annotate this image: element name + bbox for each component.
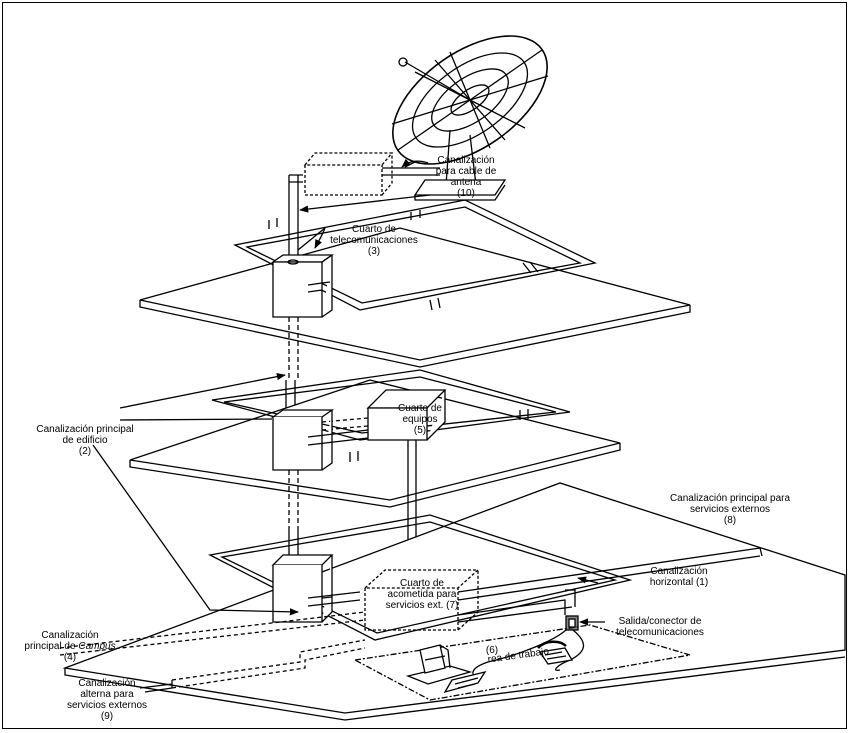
antenna-pathway-label: Canalización para cable de antena (10) xyxy=(420,155,512,199)
equipment-room-label: Cuarto de equipos (5) xyxy=(385,403,455,436)
campus-pathway-line-1: Canalización xyxy=(20,630,120,641)
outlet-label: Salida/conector de telecomunicaciones xyxy=(600,616,720,638)
telecom-room-number: (3) xyxy=(318,246,430,257)
external-services-line-2: servicios externos xyxy=(650,504,810,515)
horizontal-pathway-label: Canalización horizontal (1) xyxy=(620,566,738,588)
telecom-room-line-2: telecomunicaciones xyxy=(318,235,430,246)
external-services-line-1: Canalización principal para xyxy=(650,493,810,504)
external-services-number: (8) xyxy=(650,515,810,526)
alternate-pathway-number: (9) xyxy=(52,711,162,722)
entrance-room-line-3: servicios ext. (7) xyxy=(372,600,472,611)
campus-pathway-line-2: principal de Campus xyxy=(20,641,120,652)
antenna-pathway-line-2: para cable de xyxy=(420,166,512,177)
alternate-pathway-label: Canalización alterna para servicios exte… xyxy=(52,678,162,722)
equipment-room-line-2: equipos xyxy=(385,414,455,425)
telecom-room-label: Cuarto de telecomunicaciones (3) xyxy=(318,224,430,257)
campus-pathway-number: (4) xyxy=(20,652,120,663)
horizontal-pathway-line-2: horizontal (1) xyxy=(620,577,738,588)
antenna-pathway-line-1: Canalización xyxy=(420,155,512,166)
building-backbone-line-1: Canalización principal xyxy=(20,424,150,435)
entrance-room-label: Cuarto de acometida para servicios ext. … xyxy=(372,578,472,611)
entrance-room-line-2: acometida para xyxy=(372,589,472,600)
outlet-line-2: telecomunicaciones xyxy=(600,627,720,638)
campus-pathway-line-2-text: principal de xyxy=(24,641,75,652)
antenna-pathway-number: (10) xyxy=(420,188,512,199)
campus-pathway-label: Canalización principal de Campus (4) xyxy=(20,630,120,663)
equipment-room-number: (5) xyxy=(385,425,455,436)
outlet-line-1: Salida/conector de xyxy=(600,616,720,627)
alternate-pathway-line-2: alterna para xyxy=(52,689,162,700)
campus-pathway-italic: Campus xyxy=(78,641,115,652)
building-backbone-label: Canalización principal de edificio (2) xyxy=(20,424,150,457)
equipment-room-line-1: Cuarto de xyxy=(385,403,455,414)
horizontal-pathway-line-1: Canalización xyxy=(620,566,738,577)
building-backbone-number: (2) xyxy=(20,446,150,457)
alternate-pathway-line-1: Canalización xyxy=(52,678,162,689)
antenna-pathway-line-3: antena xyxy=(420,177,512,188)
external-services-label: Canalización principal para servicios ex… xyxy=(650,493,810,526)
alternate-pathway-line-3: servicios externos xyxy=(52,700,162,711)
building-backbone-line-2: de edificio xyxy=(20,435,150,446)
entrance-room-line-1: Cuarto de xyxy=(372,578,472,589)
telecom-room-line-1: Cuarto de xyxy=(318,224,430,235)
